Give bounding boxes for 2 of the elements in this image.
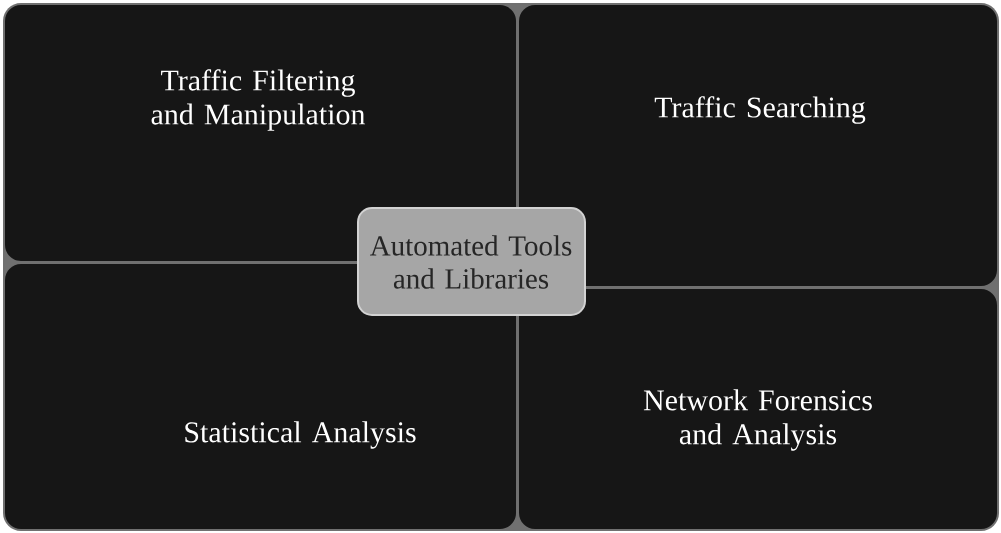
center-box: Automated Tools and Libraries — [357, 207, 586, 316]
quadrant-panel: Network Forensics and Analysis — [519, 289, 997, 529]
